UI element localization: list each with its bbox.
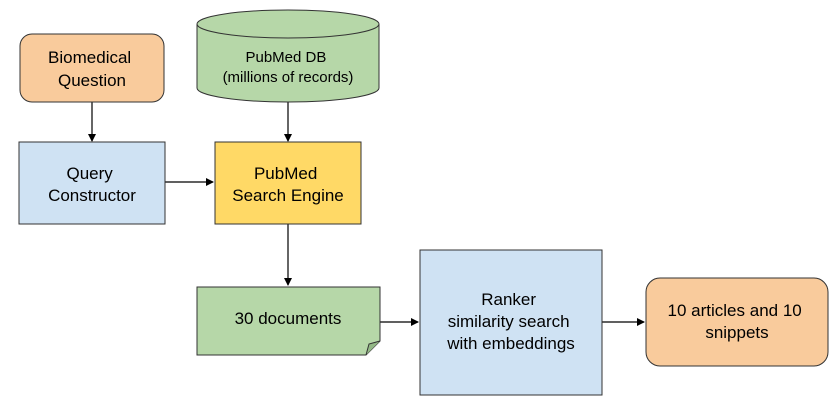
node-pubmed-search-engine: PubMed Search Engine [214,141,362,225]
ranker-line-1: Ranker [481,290,536,309]
pubmed-db-cylinder-top [196,9,380,39]
node-query-constructor: Query Constructor [18,141,166,225]
node-documents: 30 documents [196,286,381,356]
pubmed-search-engine-line-1: PubMed [254,164,317,183]
ranker-line-2: similarity search [448,312,570,331]
ranker-label: Ranker similarity search with embeddings [446,290,575,353]
node-pubmed-db: PubMed DB (millions of records) [196,9,380,103]
pubmed-db-cylinder-body [196,24,380,103]
pubmed-db-line-1: PubMed DB [245,49,326,66]
ranker-line-3: with embeddings [446,334,575,353]
output-shape [645,277,829,367]
biomedical-question-shape [19,33,165,103]
node-output: 10 articles and 10 snippets [645,277,829,367]
query-constructor-shape [18,141,166,225]
pubmed-search-engine-shape [214,141,362,225]
biomedical-question-label: Biomedical Question [48,48,136,90]
biomedical-question-line-1: Biomedical [48,48,131,67]
ranker-shape [419,249,603,396]
documents-folded-corner [365,340,381,356]
output-line-2: snippets [705,323,768,342]
pubmed-search-engine-line-2: Search Engine [232,186,344,205]
pubmed-search-engine-label: PubMed Search Engine [232,164,344,205]
biomedical-question-line-2: Question [58,71,126,90]
query-constructor-line-1: Query [66,164,113,183]
node-biomedical-question: Biomedical Question [19,33,165,103]
node-ranker: Ranker similarity search with embeddings [419,249,603,396]
output-line-1: 10 articles and 10 [668,301,802,320]
query-constructor-line-2: Constructor [48,186,136,205]
documents-label: 30 documents [235,309,342,328]
pubmed-db-line-2: (millions of records) [223,69,354,86]
output-label: 10 articles and 10 snippets [668,301,807,342]
documents-line-1: 30 documents [235,309,342,328]
edges [88,102,645,326]
query-constructor-label: Query Constructor [48,164,136,205]
pubmed-db-label: PubMed DB (millions of records) [223,49,354,86]
